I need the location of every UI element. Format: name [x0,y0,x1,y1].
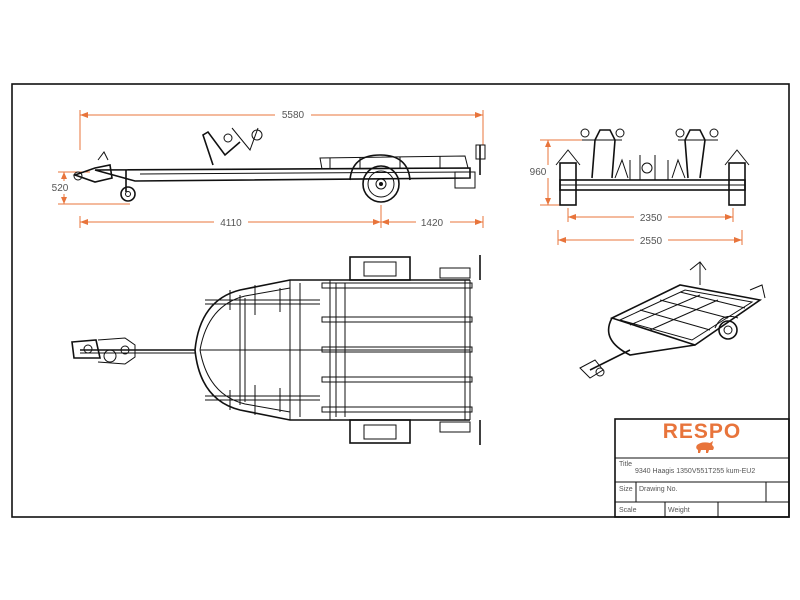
side-view: 5580 520 4110 1420 [47,108,486,229]
dim-end-outer-width: 2550 [640,236,663,247]
top-view [71,255,481,445]
pig-logo-icon [696,441,714,453]
title-label: Title [619,461,632,468]
dim-end-height: 960 [530,167,547,178]
dim-end-inner-width: 2350 [640,213,663,224]
dim-side-rear: 1420 [421,218,444,229]
dim-side-length: 5580 [282,110,305,121]
dim-side-front: 4110 [220,218,242,229]
weight-label: Weight [668,507,690,514]
dim-side-height: 520 [52,183,69,194]
sheet-border [11,83,790,518]
iso-view [579,261,766,379]
drawing-no-label: Drawing No. [639,486,678,493]
size-label: Size [619,486,633,493]
title-value: 9340 Haagis 1350V551T255 kum-EU2 [635,468,755,475]
brand-logo-text: RESPO [663,420,742,443]
title-block: RESPO Title 9340 Haagis 1350V551T255 kum… [614,418,790,518]
end-view: 960 2350 2550 [526,128,750,247]
scale-label: Scale [619,507,637,514]
